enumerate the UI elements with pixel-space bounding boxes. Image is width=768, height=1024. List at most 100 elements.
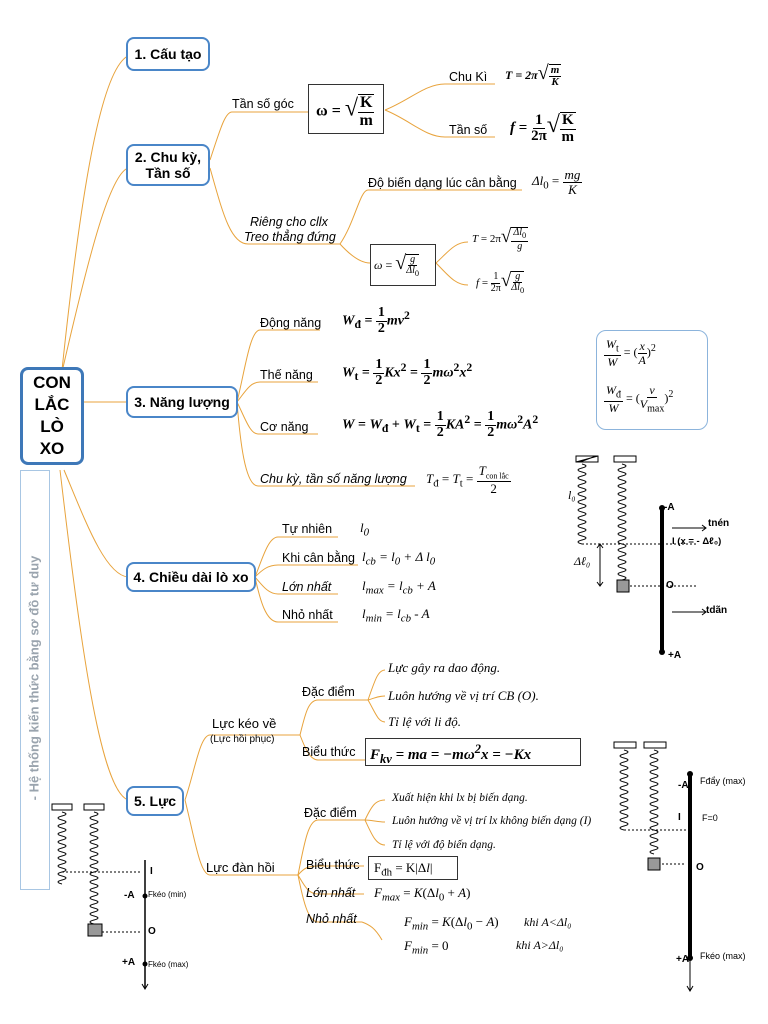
figure-elastic-force <box>613 741 694 992</box>
label-luc-dan-hoi: Lực đàn hồi <box>206 860 275 875</box>
label-lon-nhat-2: Lớn nhất <box>306 886 356 900</box>
formula-Fmax: Fmax = K(Δl0 + A) <box>374 885 471 904</box>
label-bieu-thuc: Biểu thức <box>302 745 356 759</box>
fig1-dl0: Δℓ₀ <box>574 554 591 568</box>
fig2-I: I <box>678 812 681 823</box>
fig1-t-dan: tdãn <box>706 605 728 616</box>
label-dac-diem-2: Đặc điểm <box>304 806 357 820</box>
side-note: - Hệ thống kiến thức bằng sơ đồ tư duy <box>26 555 42 801</box>
center-node: CON LẮC LÒ XO <box>20 367 84 465</box>
figL-f-min: Fkéo (min) <box>148 890 187 899</box>
figL-minus-A: -A <box>124 890 135 901</box>
branch-4-title: 4. Chiều dài lò xo <box>133 569 249 585</box>
branch-3-box: 3. Năng lượng <box>126 386 238 418</box>
label-luc-keo-ve: Lực kéo về <box>212 716 277 731</box>
fig2-O: O <box>696 862 704 873</box>
fig1-I: I (x = - Δℓ₀) <box>672 536 722 547</box>
fig2-plus-A: +A <box>676 954 690 965</box>
kv-feature-1: Lực gây ra dao động. <box>388 660 501 675</box>
formula-lmin: lmin = lcb - A <box>362 606 430 625</box>
branch-1-title: 1. Cấu tạo <box>134 46 202 62</box>
formula-Fkv: Fkv = ma = −mω2x = −Kx <box>370 742 532 766</box>
label-con-lac: con lắc <box>485 471 509 481</box>
formula-omega2-box <box>370 244 436 286</box>
center-line-3: LÒ <box>40 417 64 436</box>
label-tan-so-goc: Tần số góc <box>232 97 294 111</box>
formula-Fdh: Fđh = K|Δl| <box>374 860 433 879</box>
fig2-f-keo: Fkéo (max) <box>700 951 746 961</box>
dh-feature-1: Xuất hiện khi lx bị biến dạng. <box>392 792 528 804</box>
figL-I: I <box>150 866 153 877</box>
energy-ratio-box <box>596 330 708 430</box>
fig1-t-nen: tnén <box>708 518 730 529</box>
label-the-nang: Thế năng <box>260 368 313 382</box>
label-chu-ky-nang-luong: Chu kỳ, tần số năng lượng <box>260 472 407 486</box>
figure-spring-length <box>575 455 707 655</box>
label-chu-ki: Chu Kì <box>449 70 488 84</box>
center-line-4: XO <box>39 439 65 458</box>
label-rieng-cllx: Riêng cho cllx <box>250 215 328 229</box>
formula-lcb: lcb = l0 + Δ l0 <box>362 549 436 568</box>
label-dong-nang: Động năng <box>260 316 322 330</box>
formula-Fmin1: Fmin = K(Δl0 − A) <box>404 914 499 933</box>
label-nho-nhat: Nhỏ nhất <box>282 608 333 622</box>
label-dac-diem: Đặc điểm <box>302 685 355 699</box>
label-tan-so: Tần số <box>449 123 488 137</box>
branch-3-title: 3. Năng lượng <box>134 394 230 410</box>
label-can-bang: Khi cân bằng <box>282 551 355 565</box>
formula-Fkv-box <box>365 738 581 766</box>
fig2-minus-A: -A <box>678 780 689 791</box>
formula-l0: l0 <box>360 520 370 539</box>
cond-1: khi A<Δl₀ <box>524 915 572 929</box>
branch-5-title: 5. Lực <box>133 793 177 809</box>
fig1-O: O <box>666 580 674 591</box>
label-treo-thang-dung: Treo thẳng đứng <box>244 230 336 244</box>
figL-plus-A: +A <box>122 957 136 968</box>
label-tu-nhien: Tự nhiên <box>282 522 333 536</box>
fig2-f-day: Fđẩy (max) <box>700 776 746 786</box>
label-do-bien-dang: Độ biến dạng lúc cân bằng <box>368 176 517 190</box>
fig2-f0: F=0 <box>702 813 718 823</box>
label-nho-nhat-2: Nhỏ nhất <box>306 912 357 926</box>
figure-left-spring <box>51 803 149 990</box>
branch-2-title: 2. Chu kỳ, Tần số <box>134 149 202 181</box>
fig1-minus-A: -A <box>664 502 675 513</box>
fig1-l0: l₀ <box>568 488 576 502</box>
branch-4-box: 4. Chiều dài lò xo <box>126 562 256 592</box>
fig1-plus-A: +A <box>668 650 682 661</box>
label-lon-nhat: Lớn nhất <box>282 580 332 594</box>
figL-f-max: Fkéo (max) <box>148 960 189 969</box>
branch-2-box: 2. Chu kỳ, Tần số <box>126 144 210 186</box>
dh-feature-3: Tỉ lệ với độ biến dạng. <box>392 839 496 851</box>
center-line-2: LẮC <box>34 395 70 414</box>
branch-5-box: 5. Lực <box>126 786 184 816</box>
formula-Fdh-box <box>368 856 458 880</box>
label-luc-hoi-phuc: (Lực hồi phục) <box>210 734 275 745</box>
formula-omega-box <box>308 84 384 134</box>
label-bieu-thuc-2: Biểu thức <box>306 858 360 872</box>
side-note-frame <box>20 470 50 890</box>
formula-lmax: lmax = lcb + A <box>362 578 436 597</box>
figL-O: O <box>148 926 156 937</box>
label-co-nang: Cơ năng <box>260 420 309 434</box>
formula-Fmin2: Fmin = 0 <box>404 938 449 957</box>
cond-2: khi A>Δl₀ <box>516 938 564 952</box>
kv-feature-3: Tỉ lệ với li độ. <box>388 714 462 729</box>
kv-feature-2: Luôn hướng về vị trí CB (O). <box>388 688 539 703</box>
branch-1-box: 1. Cấu tạo <box>126 37 210 71</box>
dh-feature-2: Luôn hướng về vị trí lx không biến dạng … <box>392 815 592 827</box>
